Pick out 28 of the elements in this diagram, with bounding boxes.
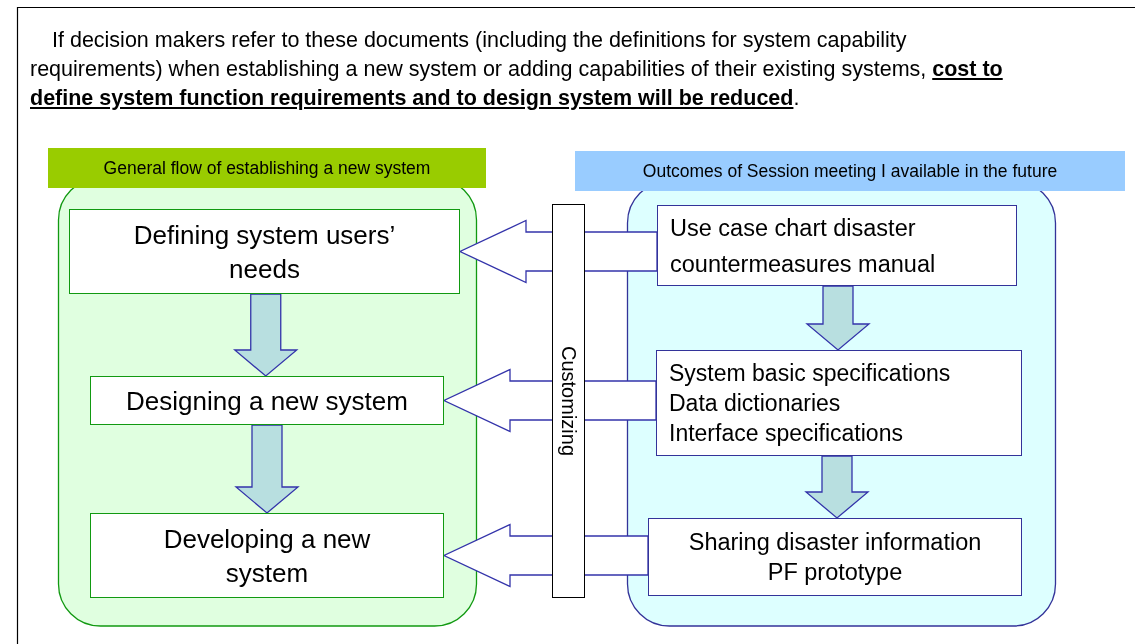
- process-box: [69, 209, 460, 294]
- block-arrow: [232, 293, 299, 377]
- process-box: [657, 205, 1017, 286]
- block-arrow: [442, 523, 649, 588]
- block-arrow: [804, 455, 870, 519]
- block-arrow: [442, 368, 657, 433]
- panel-heading: General flow of establishing a new system: [48, 148, 486, 188]
- customizing-bar: [552, 204, 585, 598]
- intro-paragraph: If decision makers refer to these documents (including the definitions for system capability requirements) when establishing a new system or adding capabilities of their existing systems, cost to define system function requirements and to design system will be reduced.: [30, 27, 1004, 112]
- group-panel: [48, 148, 486, 627]
- panel-heading: Outcomes of Session meeting I available in the future: [575, 151, 1125, 191]
- process-box: [656, 350, 1022, 456]
- box-text: Data dictionaries: [669, 389, 842, 418]
- process-box: [648, 518, 1022, 596]
- box-text: Developing a new system: [162, 522, 372, 590]
- bar-label: Customizing: [557, 345, 580, 456]
- block-arrow: [805, 285, 871, 351]
- box-text: Defining system users’ needs: [132, 218, 397, 286]
- process-box: [90, 513, 444, 598]
- box-text: System basic specifications: [669, 359, 952, 388]
- group-panel: [575, 151, 1125, 627]
- box-text: Interface specifications: [669, 419, 904, 448]
- process-box: [90, 376, 444, 425]
- block-arrow: [234, 424, 300, 514]
- box-text: Designing a new system: [125, 384, 409, 418]
- box-text: Use case chart disaster countermeasures manual: [670, 213, 937, 279]
- block-arrow: [458, 219, 658, 284]
- box-text: Sharing disaster information PF prototype: [687, 528, 983, 587]
